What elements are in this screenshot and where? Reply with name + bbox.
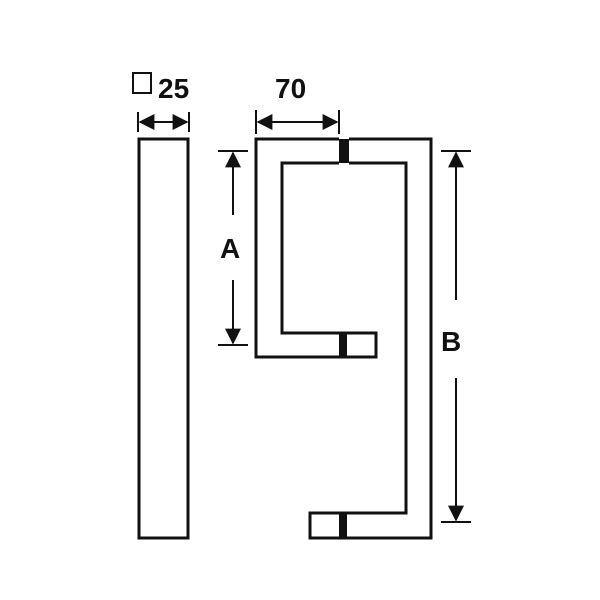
long-handle-outline [308, 137, 433, 540]
standoff-bottom [339, 513, 347, 538]
dim-a-label: A [220, 233, 240, 264]
short-handle-outline [254, 137, 378, 359]
depth-label: 70 [275, 73, 306, 104]
section-size-label: 25 [158, 73, 189, 104]
standoff-middle [339, 333, 347, 357]
square-section-icon [132, 72, 152, 94]
standoff-top [339, 139, 349, 163]
dim-b-label: B [441, 326, 461, 357]
handle-side-view [137, 137, 190, 540]
